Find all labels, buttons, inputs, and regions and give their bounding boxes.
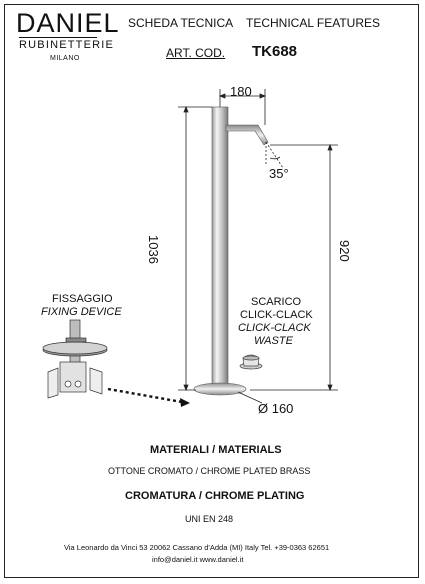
footer-contacts: info@daniel.it www.daniel.it [152,555,244,564]
waste-label-it2: CLICK-CLACK [240,309,313,321]
header-scheda: SCHEDA TECNICA [128,16,234,30]
base-diameter-label: Ø 160 [258,401,294,416]
sheet-border [4,4,419,578]
dimension-total-label: 1036 [146,235,161,264]
waste-label-en2: WASTE [254,335,293,347]
brand-subtitle: RUBINETTERIE [19,37,115,51]
faucet-column [193,106,269,396]
materials-title: MATERIALI / MATERIALS [150,444,282,456]
dimension-spout-height-label: 920 [337,240,352,262]
chrome-title: CROMATURA / CHROME PLATING [125,490,305,502]
brand-city: MILANO [50,55,80,62]
waste-label-en1: CLICK-CLACK [238,322,311,334]
waste-label-it1: SCARICO [251,296,302,308]
dimension-base-leader [237,391,263,404]
fixing-label-en: FIXING DEVICE [41,306,122,318]
fixing-arrow [107,387,190,407]
header-technical: TECHNICAL FEATURES [246,16,381,30]
dimension-spout-height [250,143,338,392]
standard-label: UNI EN 248 [185,514,234,524]
dimension-spout-width [218,89,267,125]
product-code: TK688 [252,43,298,60]
dimension-total-height [178,105,212,392]
footer-address: Via Leonardo da Vinci 53 20062 Cassano d… [64,543,330,552]
angle-indicator [265,141,284,169]
materials-body: OTTONE CROMATO / CHROME PLATED BRASS [108,466,311,476]
angle-label: 35° [269,166,289,181]
dimension-spout-label: 180 [230,84,252,99]
brand-logo: DANIEL [16,8,120,38]
waste-icon [239,354,263,370]
fixing-label-it: FISSAGGIO [52,293,113,305]
fixing-device-sketch [42,319,108,399]
art-cod-label: ART. COD. [166,46,226,60]
